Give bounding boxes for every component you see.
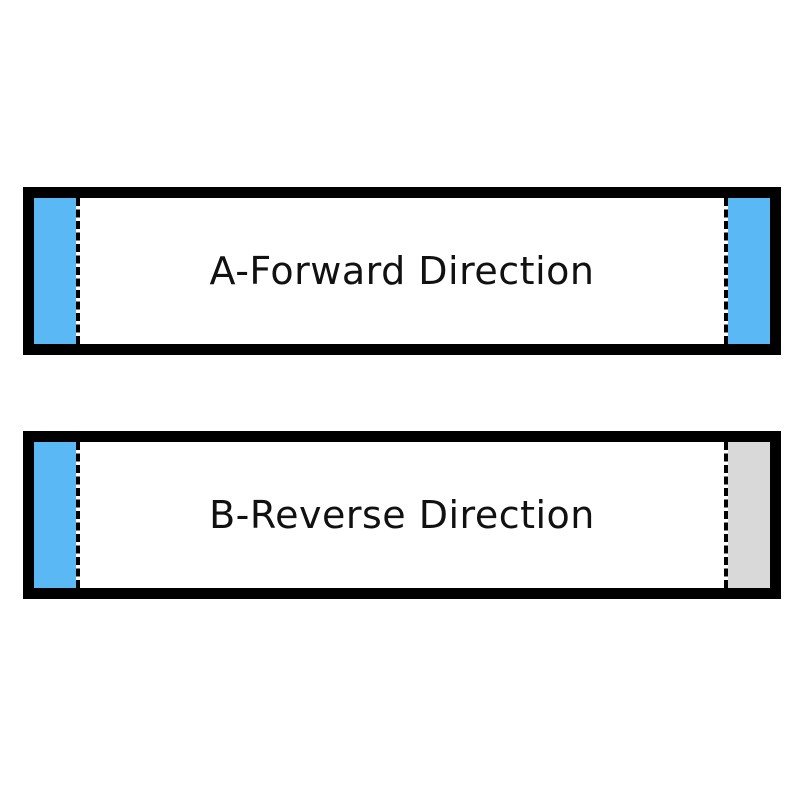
forward-direction-cable: A-Forward Direction [23,187,781,355]
forward-right-fold-line [724,198,728,344]
reverse-direction-label: B-Reverse Direction [209,493,595,537]
forward-direction-label: A-Forward Direction [209,249,595,293]
reverse-direction-cable: B-Reverse Direction [23,431,781,599]
reverse-right-fold-line [724,442,728,588]
forward-left-contact-end [34,198,76,344]
reverse-left-contact-end [34,442,76,588]
forward-left-fold-line [76,198,80,344]
forward-right-contact-end [728,198,770,344]
reverse-right-contact-end [728,442,770,588]
reverse-left-fold-line [76,442,80,588]
